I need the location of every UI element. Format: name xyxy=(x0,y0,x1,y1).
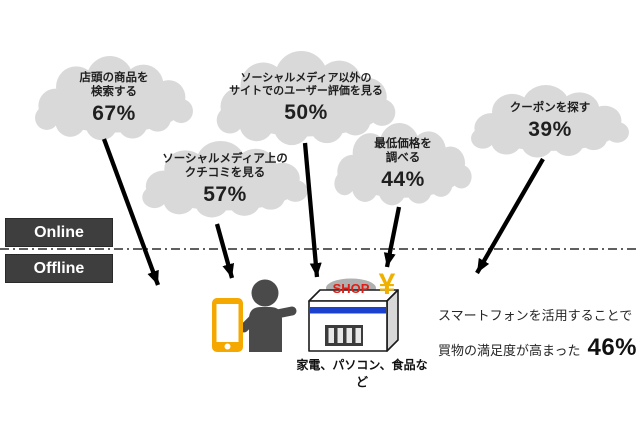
cloud-lowest-price: 最低価格を 調べる 44% xyxy=(330,123,476,207)
cloud-percent: 57% xyxy=(203,182,247,206)
cloud-percent: 50% xyxy=(284,101,328,125)
cloud-label-line: 検索する xyxy=(91,86,137,99)
online-zone-badge: Online xyxy=(5,218,113,247)
smartphone-icon xyxy=(212,298,243,352)
cloud-label-line: 調べる xyxy=(385,152,421,165)
store-roof xyxy=(308,289,399,302)
cloud-label-line: 店頭の商品を xyxy=(79,72,149,84)
cloud-search-instore: 店頭の商品を 検索する 67% xyxy=(30,56,198,142)
cloud-reviews-other-sites: ソーシャルメディア以外の サイトでのユーザー評価を見る 50% xyxy=(211,51,401,147)
cloud-social-word-of-mouth: ソーシャルメディア上の クチコミを見る 57% xyxy=(137,141,313,219)
cloud-label-line: クーポンを探す xyxy=(509,102,591,115)
offline-zone-badge: Offline xyxy=(5,254,113,283)
store-building xyxy=(308,289,399,352)
cloud-label-line: 最低価格を xyxy=(374,138,432,150)
store-caption: 家電、パソコン、食品など xyxy=(296,358,428,389)
result-percent: 46% xyxy=(587,334,638,362)
result-line2: 買物の満足度が高まった xyxy=(438,343,581,359)
online-label: Online xyxy=(34,223,84,241)
yen-icon: ¥ xyxy=(379,268,396,301)
person-silhouette-icon xyxy=(239,279,297,352)
store-side xyxy=(386,289,399,352)
cloud-label-line: ソーシャルメディア以外の xyxy=(240,71,372,84)
store-front xyxy=(308,300,388,352)
result-line1: スマートフォンを活用することで xyxy=(438,308,633,323)
cloud-label-line: サイトでのユーザー評価を見る xyxy=(229,85,383,98)
cloud-label-line: ソーシャルメディア上の xyxy=(162,153,288,165)
down-arrow-39 xyxy=(475,157,545,275)
cloud-percent: 44% xyxy=(381,167,425,191)
cloud-percent: 67% xyxy=(92,101,136,125)
result-text-block: スマートフォンを活用することで 買物の満足度が高まった 46% xyxy=(438,306,638,366)
store-window-frame xyxy=(325,325,363,346)
offline-label: Offline xyxy=(33,259,85,277)
shop-sign-label: SHOP xyxy=(333,281,370,296)
down-arrow-44 xyxy=(383,206,402,268)
cloud-coupons: クーポンを探す 39% xyxy=(466,85,634,159)
store-stripe xyxy=(310,307,386,314)
store-window-panes xyxy=(328,328,361,343)
cloud-percent: 39% xyxy=(528,117,572,141)
cloud-label-line: クチコミを見る xyxy=(184,167,266,180)
shop-sign-ellipse xyxy=(326,278,376,298)
